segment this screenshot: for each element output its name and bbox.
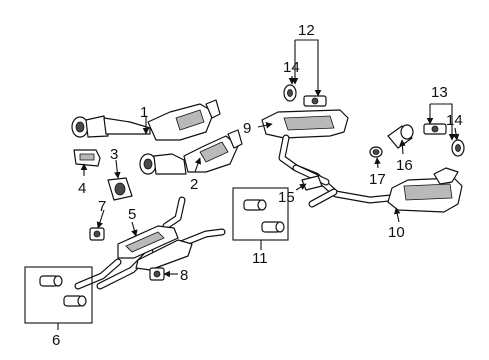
callout-labels: 1 2 3 4 5 6 7 8 9 10 11 12 13 14 14 15 1… — [52, 22, 463, 349]
callout-3: 3 — [110, 146, 118, 163]
callout-11: 11 — [252, 250, 268, 267]
tailpipe-tip[interactable] — [387, 124, 414, 149]
gasket[interactable] — [107, 177, 133, 201]
callout-12: 12 — [298, 22, 315, 39]
rear-muffler[interactable] — [387, 167, 463, 213]
callout-16: 16 — [396, 157, 413, 174]
insulator-12[interactable] — [303, 95, 327, 107]
hanger-left[interactable] — [89, 227, 105, 241]
clamp-upper-11[interactable] — [243, 199, 267, 211]
clamp-17[interactable] — [369, 146, 383, 158]
bracket-15[interactable] — [301, 175, 323, 191]
bushing-right[interactable] — [451, 139, 465, 157]
callout-13: 13 — [431, 84, 448, 101]
callout-4: 4 — [78, 180, 86, 197]
clamp-upper[interactable] — [39, 275, 63, 287]
callout-10: 10 — [388, 224, 405, 241]
callout-2: 2 — [190, 176, 198, 193]
catalytic-converter-upper[interactable] — [71, 99, 221, 141]
callout-9: 9 — [243, 120, 251, 137]
callout-14-right: 14 — [446, 112, 463, 129]
clamp-kit-box-6 — [24, 266, 93, 324]
clamp-lower-11[interactable] — [261, 221, 285, 233]
callout-6: 6 — [52, 332, 60, 349]
clamp-lower[interactable] — [63, 295, 87, 307]
hanger-right[interactable] — [149, 267, 165, 281]
callout-17: 17 — [369, 171, 386, 188]
callout-14-left: 14 — [283, 59, 300, 76]
front-pipe-resonator[interactable] — [74, 196, 226, 290]
callout-8: 8 — [180, 267, 188, 284]
insulator-13[interactable] — [423, 123, 447, 135]
callout-7: 7 — [98, 198, 106, 215]
bushing-left[interactable] — [283, 84, 297, 102]
leader-lines — [57, 39, 460, 330]
callout-1: 1 — [140, 104, 148, 121]
callout-5: 5 — [128, 206, 136, 223]
callout-15: 15 — [278, 189, 295, 206]
bracket[interactable] — [73, 149, 101, 167]
